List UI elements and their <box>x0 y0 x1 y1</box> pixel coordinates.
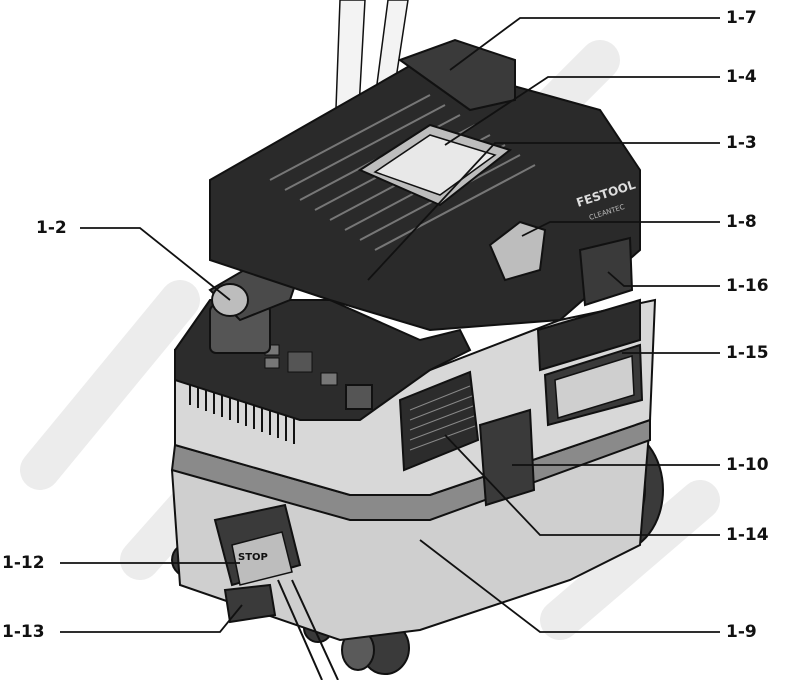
callout-1-13: 1-13 <box>2 622 45 642</box>
hose-clip <box>488 220 547 282</box>
vent-slots <box>189 378 295 444</box>
top-lid <box>397 38 516 112</box>
brake-lever <box>223 583 277 624</box>
callout-1-9: 1-9 <box>726 622 757 642</box>
callout-1-10: 1-10 <box>726 455 769 475</box>
callout-1-16: 1-16 <box>726 276 769 296</box>
side-latch <box>478 408 536 507</box>
leader-lines <box>60 17 720 633</box>
storage-latch <box>578 236 634 307</box>
callout-1-14: 1-14 <box>726 525 769 545</box>
callout-1-8: 1-8 <box>726 212 757 232</box>
side-label-plate <box>536 298 641 372</box>
stop-text: STOP <box>238 552 268 563</box>
callout-1-2: 1-2 <box>36 218 67 238</box>
filter-window <box>398 370 480 472</box>
callout-1-12: 1-12 <box>2 553 45 573</box>
callout-1-4: 1-4 <box>726 67 757 87</box>
callout-1-7: 1-7 <box>726 8 757 28</box>
power-switch <box>345 384 373 410</box>
callout-1-15: 1-15 <box>726 343 769 363</box>
callout-1-3: 1-3 <box>726 133 757 153</box>
